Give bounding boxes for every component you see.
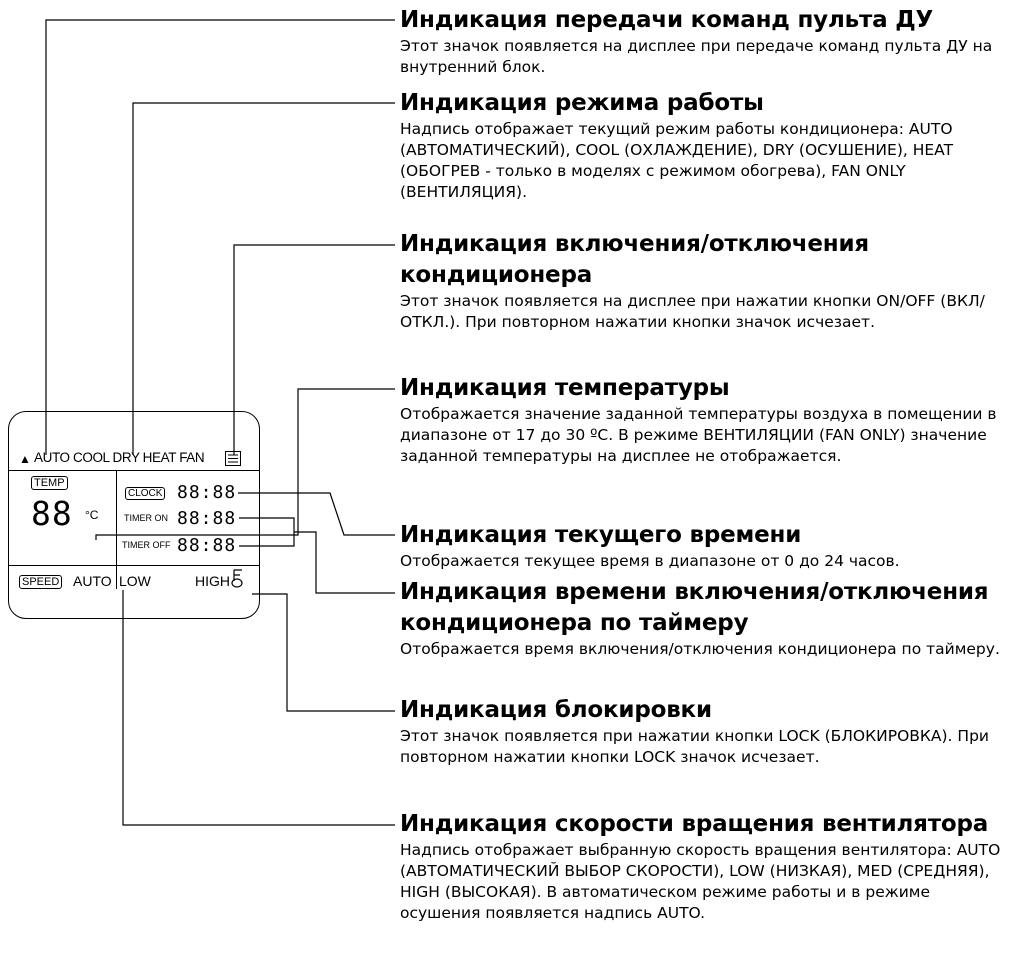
- timer-off-label: TIMER OFF: [122, 540, 171, 550]
- entry-title: Индикация передачи команд пульта ДУ: [400, 7, 934, 33]
- leader-temperature: [95, 388, 395, 540]
- mode-indicators: AUTO COOL DRY HEAT FAN: [34, 450, 205, 465]
- entry-temperature: Индикация температуры Отображается значе…: [400, 373, 1010, 467]
- leader-clock: [238, 492, 395, 536]
- temp-unit: °C: [85, 508, 99, 522]
- display-divider-top: [9, 470, 259, 471]
- entry-mode: Индикация режима работы Надпись отобража…: [400, 88, 1010, 203]
- entry-title: Индикация температуры: [400, 375, 730, 401]
- entry-clock: Индикация текущего времени Отображается …: [400, 520, 1010, 572]
- entry-text: Этот значок появляется на дисплее при на…: [400, 292, 985, 331]
- timer-off-value: 88:88: [177, 535, 237, 556]
- remote-display: ▲ AUTO COOL DRY HEAT FAN TEMP 88 °C CLOC…: [8, 411, 260, 619]
- entry-text: Надпись отображает текущий режим работы …: [400, 120, 954, 201]
- speed-high: HIGH: [195, 573, 230, 589]
- onoff-icon: [225, 451, 241, 470]
- entry-text: Отображается текущее время в диапазоне о…: [400, 552, 900, 570]
- entry-title: Индикация блокировки: [400, 697, 712, 723]
- transmit-icon: ▲: [19, 452, 31, 466]
- entry-text: Надпись отображает выбранную скорость вр…: [400, 841, 1001, 922]
- speed-low: LOW: [119, 573, 151, 589]
- entry-onoff: Индикация включения/отключения кондицион…: [400, 229, 1010, 333]
- display-divider-vertical: [116, 470, 117, 589]
- entry-text: Отображается значение заданной температу…: [400, 405, 997, 465]
- speed-auto: AUTO: [73, 573, 112, 589]
- entry-title: Индикация скорости вращения вентилятора: [400, 811, 989, 837]
- speed-label: SPEED: [19, 575, 63, 589]
- leader-mode: [132, 102, 395, 455]
- entry-title: Индикация текущего времени: [400, 522, 802, 548]
- clock-value: 88:88: [177, 482, 237, 503]
- entry-timer: Индикация времени включения/отключения к…: [400, 577, 1010, 660]
- temp-label: TEMP: [31, 476, 68, 490]
- leader-fan-speed: [122, 590, 395, 826]
- entry-title: Индикация включения/отключения кондицион…: [400, 231, 869, 288]
- clock-label: CLOCK: [125, 487, 166, 500]
- entry-lock: Индикация блокировки Этот значок появляе…: [400, 695, 1010, 768]
- entry-title: Индикация времени включения/отключения к…: [400, 579, 989, 636]
- entry-title: Индикация режима работы: [400, 90, 764, 116]
- leader-onoff: [233, 244, 395, 455]
- leader-lock: [252, 593, 395, 712]
- display-divider-bottom: [9, 565, 259, 566]
- lock-icon: [229, 569, 245, 595]
- timer-on-value: 88:88: [177, 508, 237, 529]
- leader-timer: [294, 531, 395, 594]
- entry-transmit: Индикация передачи команд пульта ДУ Этот…: [400, 5, 1010, 78]
- entry-text: Отображается время включения/отключения …: [400, 640, 1000, 658]
- timer-on-label: TIMER ON: [124, 513, 168, 523]
- entry-fan-speed: Индикация скорости вращения вентилятора …: [400, 809, 1010, 924]
- entry-text: Этот значок появляется при нажатии кнопк…: [400, 727, 989, 766]
- temp-value: 88: [31, 494, 73, 533]
- leader-transmit: [45, 19, 395, 455]
- entry-text: Этот значок появляется на дисплее при пе…: [400, 37, 993, 76]
